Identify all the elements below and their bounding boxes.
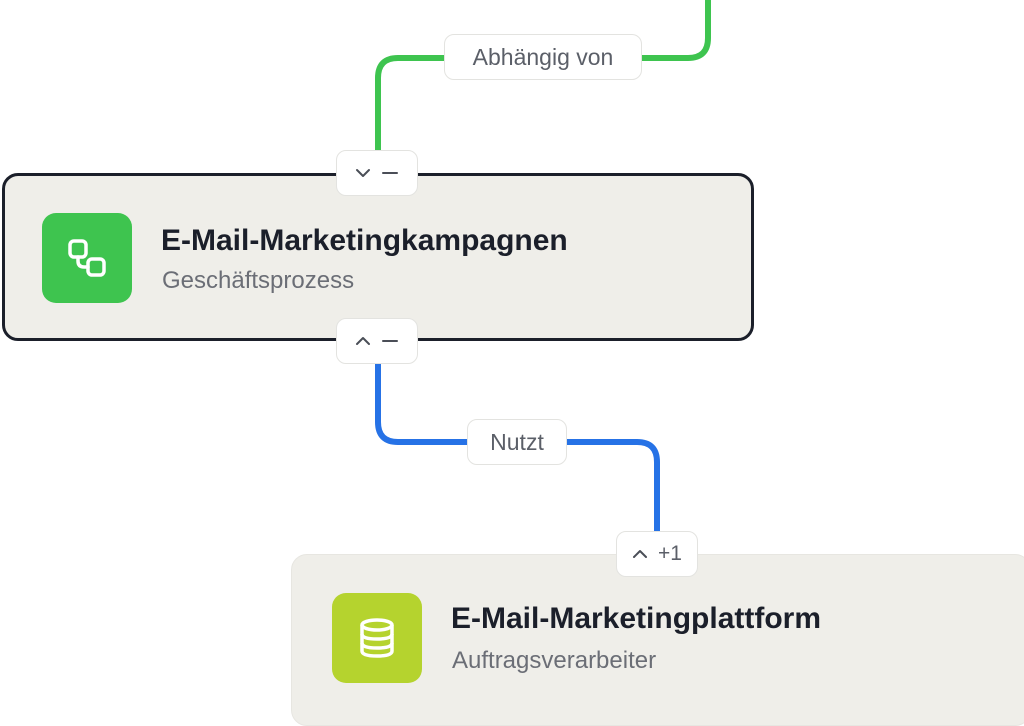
chevron-down-icon[interactable] <box>355 165 371 181</box>
minus-icon[interactable] <box>381 165 399 181</box>
node-type: Geschäftsprozess <box>162 267 355 294</box>
node-port-downstream <box>336 318 418 364</box>
chevron-up-icon[interactable] <box>355 333 371 349</box>
edge-label-depends-on[interactable]: Abhängig von <box>444 34 642 80</box>
collapsed-count: +1 <box>658 542 682 565</box>
minus-icon[interactable] <box>381 333 399 349</box>
process-flow-icon <box>42 213 132 303</box>
chevron-up-icon <box>632 546 648 562</box>
edge-label-uses[interactable]: Nutzt <box>467 419 567 465</box>
expand-collapsed-button[interactable]: +1 <box>616 531 698 577</box>
node-card-email-marketing-platform[interactable]: E-Mail-Marketingplattform Auftragsverarb… <box>291 554 1024 726</box>
node-type: Auftragsverarbeiter <box>452 647 657 674</box>
node-port-upstream <box>336 150 418 196</box>
node-card-email-marketing-campaigns[interactable]: E-Mail-Marketingkampagnen Geschäftsproze… <box>2 173 754 341</box>
node-title: E-Mail-Marketingplattform <box>451 602 822 635</box>
node-title: E-Mail-Marketingkampagnen <box>161 224 568 257</box>
database-icon <box>332 593 422 683</box>
